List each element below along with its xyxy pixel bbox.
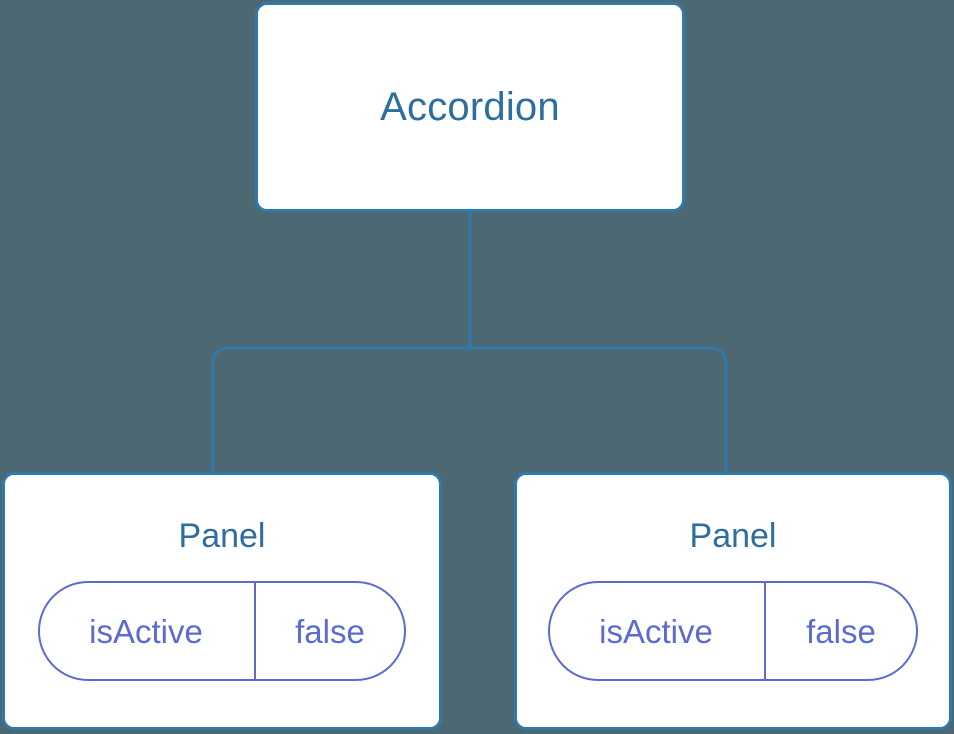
node-panel-2-prop-value: false [806, 612, 876, 650]
node-panel-1-prop-pill: isActive false [38, 581, 406, 681]
edge-bus-to-right-panel [470, 346, 728, 474]
node-panel-1-title: Panel [178, 517, 266, 555]
node-panel-1[interactable]: Panel isActive false [2, 472, 442, 730]
edge-bus-to-left-panel [211, 346, 470, 474]
node-panel-1-prop-value: false [295, 612, 365, 650]
node-panel-2-prop-key: isActive [550, 583, 766, 679]
node-accordion-title: Accordion [380, 85, 560, 129]
node-accordion[interactable]: Accordion [255, 2, 685, 212]
node-panel-2-title: Panel [689, 517, 777, 555]
node-panel-2[interactable]: Panel isActive false [514, 472, 952, 730]
node-panel-2-prop-pill: isActive false [548, 581, 918, 681]
node-panel-1-prop-key: isActive [40, 583, 256, 679]
